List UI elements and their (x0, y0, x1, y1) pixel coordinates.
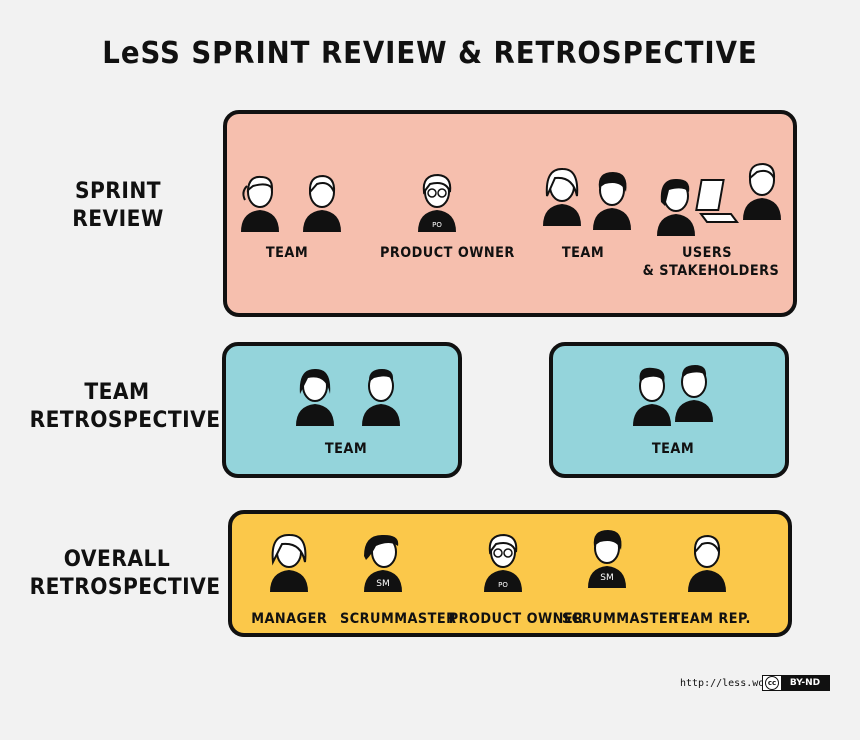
person-icon (541, 166, 583, 226)
overall-retro-box: MANAGER SM SCRUMMASTER PO PRODUCT OWNER … (228, 510, 792, 637)
shirt-text: SM (376, 579, 389, 589)
person-icon (301, 172, 343, 232)
scrummaster-icon: SM (586, 528, 628, 588)
group-label-line1: USERS (643, 244, 772, 262)
group-label: PRODUCT OWNER (380, 244, 494, 262)
team-retro-box-2: TEAM (549, 342, 789, 478)
person-icon (686, 532, 728, 592)
group-label: TEAM (318, 440, 373, 458)
person-icon (591, 170, 633, 230)
group-label: SCRUMMASTER (340, 610, 432, 628)
person-icon (360, 366, 402, 426)
shirt-text: PO (432, 221, 442, 229)
team-retro-box-1: TEAM (222, 342, 462, 478)
cc-icon: cc (765, 676, 779, 690)
row-label-team-retrospective: TEAM RETROSPECTIVE (30, 379, 205, 435)
scrummaster-icon: SM (362, 532, 404, 592)
person-icon (239, 172, 281, 232)
row-label-line2: RETROSPECTIVE (30, 574, 205, 602)
person-icon (294, 366, 336, 426)
product-owner-icon: PO (416, 172, 458, 232)
license-badge[interactable]: cc BY-ND (762, 675, 830, 691)
person-icon (741, 160, 783, 220)
row-label-line2: RETROSPECTIVE (30, 407, 205, 435)
group-label: SCRUMMASTER (562, 610, 654, 628)
row-label-line2: REVIEW (63, 206, 173, 234)
sprint-review-box: TEAM PO PRODUCT OWNER TEAM USERS & STAKE… (223, 110, 797, 317)
group-label: MANAGER (251, 610, 325, 628)
person-icon (631, 366, 673, 426)
shirt-text: PO (498, 581, 508, 589)
group-label: TEAM REP. (671, 610, 745, 628)
person-icon (655, 176, 697, 236)
license-text: BY-ND (781, 676, 829, 690)
row-label-sprint-review: SPRINT REVIEW (63, 178, 173, 234)
shirt-text: SM (600, 573, 613, 583)
row-label-line1: TEAM (30, 379, 205, 407)
row-label-overall-retrospective: OVERALL RETROSPECTIVE (30, 546, 205, 602)
group-label: TEAM (645, 440, 700, 458)
row-label-line1: OVERALL (30, 546, 205, 574)
person-icon (268, 532, 310, 592)
group-label: TEAM (259, 244, 314, 262)
page-title: LeSS SPRINT REVIEW & RETROSPECTIVE (34, 36, 825, 71)
laptop-icon (697, 172, 739, 232)
row-label-line1: SPRINT (63, 178, 173, 206)
group-label-line2: & STAKEHOLDERS (643, 262, 772, 280)
group-label: TEAM (555, 244, 610, 262)
product-owner-icon: PO (482, 532, 524, 592)
group-label: PRODUCT OWNER (449, 610, 558, 628)
person-icon (673, 362, 715, 422)
group-label-users: USERS & STAKEHOLDERS (643, 244, 772, 280)
